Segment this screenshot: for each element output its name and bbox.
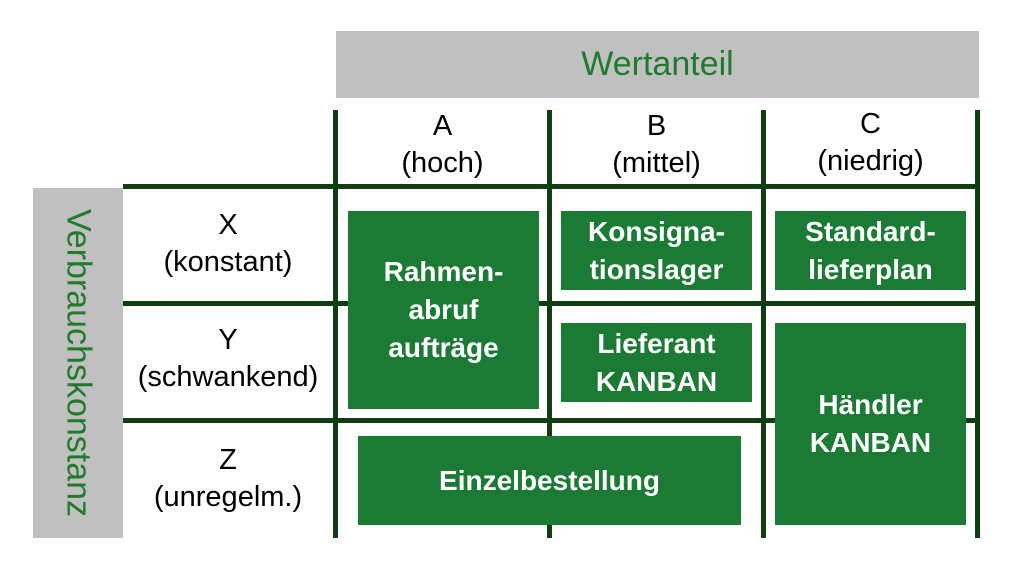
grid-line-h2 <box>123 301 980 306</box>
grid-line-h1 <box>123 184 980 189</box>
row-desc: (schwankend) <box>137 361 319 393</box>
grid-line-v1 <box>333 110 338 538</box>
column-desc: (hoch) <box>401 147 484 179</box>
column-letter: B <box>646 110 667 142</box>
row-header-y: Y (schwankend) <box>123 322 333 396</box>
side-verbrauchskonstanz: Verbrauchskonstanz <box>33 188 123 538</box>
side-title: Verbrauchskonstanz <box>59 208 98 518</box>
box-line: KANBAN <box>809 427 932 458</box>
box-line: Rahmen- <box>383 256 504 287</box>
box-standardlieferplan: Standard- lieferplan <box>775 211 966 290</box>
box-line: tionslager <box>589 253 724 285</box>
row-desc: (unregelm.) <box>153 481 303 513</box>
column-letter: A <box>432 110 453 142</box>
box-line: Lieferant <box>597 327 716 359</box>
box-line: Händler <box>818 389 923 420</box>
box-rahmenabrufauftraege: Rahmen- abruf aufträge <box>348 211 539 409</box>
box-konsignationslager: Konsigna- tionslager <box>561 211 752 290</box>
row-header-x: X (konstant) <box>123 207 333 281</box>
column-header-c: C (niedrig) <box>766 106 975 180</box>
grid-line-v4 <box>975 110 980 538</box>
row-letter: X <box>218 209 238 241</box>
row-header-z: Z (unregelm.) <box>123 442 333 516</box>
box-line: Standard- <box>805 215 936 247</box>
box-line: Konsigna- <box>588 215 725 247</box>
column-desc: (mittel) <box>612 147 701 179</box>
row-letter: Y <box>218 324 238 356</box>
column-header-b: B (mittel) <box>552 108 761 182</box>
box-einzelbestellung: Einzelbestellung <box>358 436 741 525</box>
box-haendler-kanban: Händler KANBAN <box>775 323 966 525</box>
box-line: aufträge <box>388 332 499 363</box>
grid-line-v2 <box>547 110 552 538</box>
box-line: abruf <box>408 294 479 325</box>
row-letter: Z <box>219 444 237 476</box>
box-line: KANBAN <box>595 365 718 397</box>
column-letter: C <box>860 108 881 140</box>
grid-line-h3 <box>123 418 980 423</box>
box-line: Einzelbestellung <box>439 464 660 496</box>
column-header-a: A (hoch) <box>338 108 547 182</box>
box-line: lieferplan <box>808 253 933 285</box>
row-desc: (konstant) <box>163 246 293 278</box>
box-lieferant-kanban: Lieferant KANBAN <box>561 323 752 402</box>
grid-line-v3 <box>761 110 766 538</box>
header-title: Wertanteil <box>581 45 734 83</box>
header-wertanteil: Wertanteil <box>336 31 979 98</box>
column-desc: (niedrig) <box>817 145 924 177</box>
